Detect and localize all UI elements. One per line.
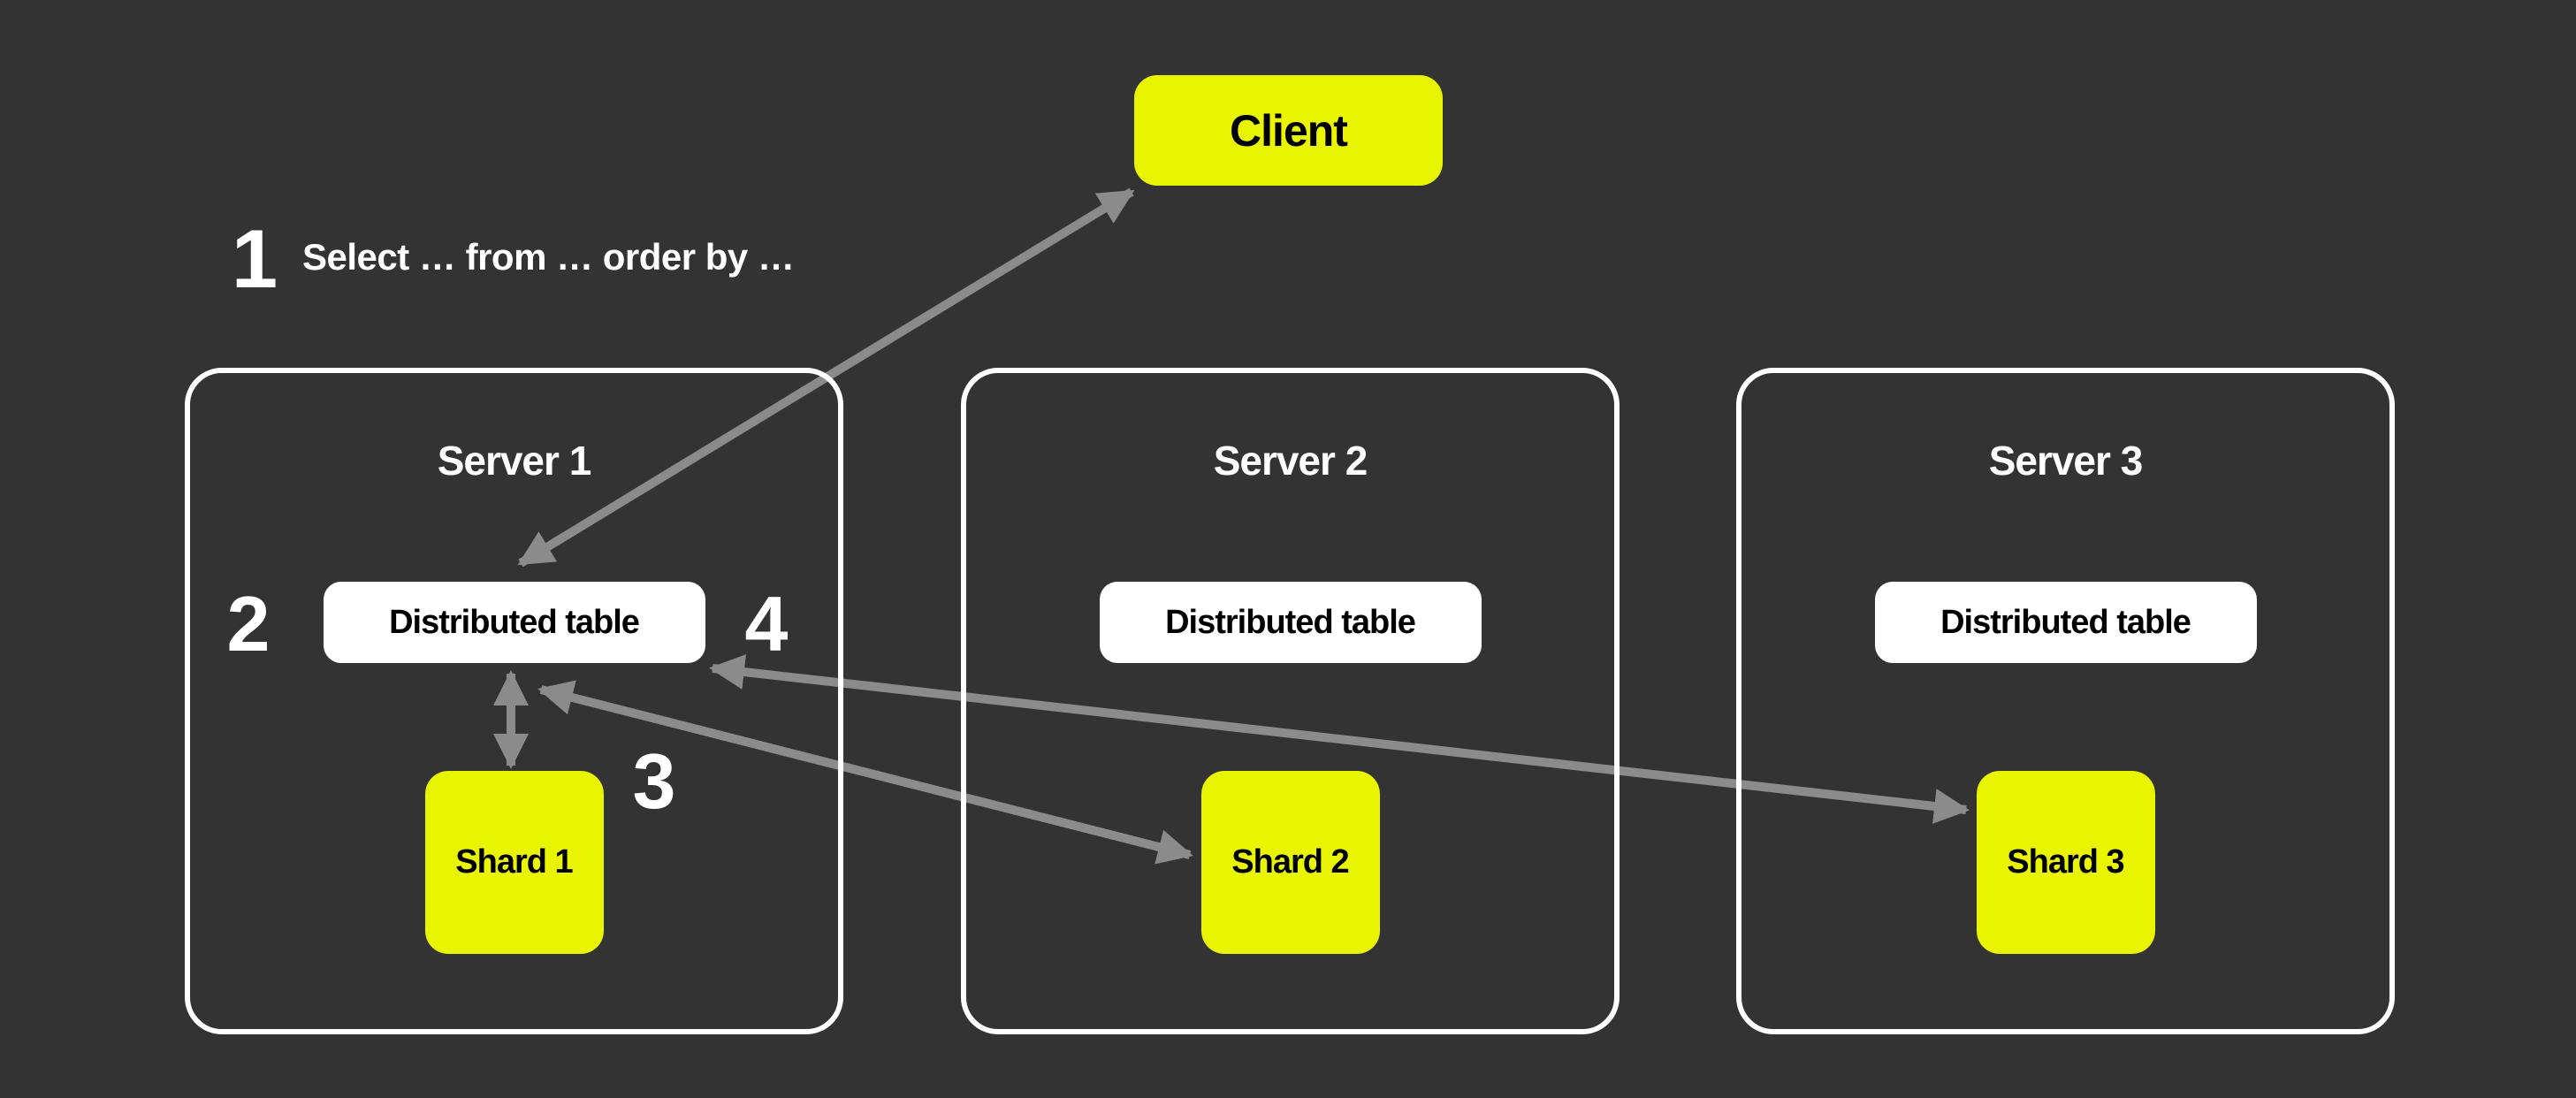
client-node: Client xyxy=(1134,75,1443,186)
server-3-shard-label: Shard 3 xyxy=(2007,843,2124,881)
server-3-shard: Shard 3 xyxy=(1976,771,2155,954)
query-text: Select … from … order by … xyxy=(302,236,795,278)
server-1-distributed-table-label: Distributed table xyxy=(389,603,640,641)
server-3-distributed-table-label: Distributed table xyxy=(1940,603,2191,641)
server-3-title: Server 3 xyxy=(1988,438,2144,484)
server-2-distributed-table-label: Distributed table xyxy=(1165,603,1416,641)
client-label: Client xyxy=(1230,105,1348,156)
server-1-box: Server 1 Distributed table Shard 1 xyxy=(185,368,843,1034)
server-2-box: Server 2 Distributed table Shard 2 xyxy=(961,368,1620,1034)
step-1-number: 1 xyxy=(231,212,278,305)
step-3-number: 3 xyxy=(632,737,676,825)
step-4-number: 4 xyxy=(744,580,789,667)
server-1-distributed-table: Distributed table xyxy=(323,582,705,663)
server-1-shard: Shard 1 xyxy=(424,771,604,954)
server-3-box: Server 3 Distributed table Shard 3 xyxy=(1736,368,2395,1034)
server-3-distributed-table: Distributed table xyxy=(1874,582,2257,663)
step-2-number: 2 xyxy=(226,580,271,667)
server-1-shard-label: Shard 1 xyxy=(455,843,573,881)
server-2-distributed-table: Distributed table xyxy=(1099,582,1482,663)
server-2-title: Server 2 xyxy=(1213,438,1368,484)
arrow-table1-shard3 xyxy=(709,654,1970,824)
server-2-shard: Shard 2 xyxy=(1200,771,1380,954)
server-2-shard-label: Shard 2 xyxy=(1231,843,1349,881)
server-1-title: Server 1 xyxy=(437,438,592,484)
